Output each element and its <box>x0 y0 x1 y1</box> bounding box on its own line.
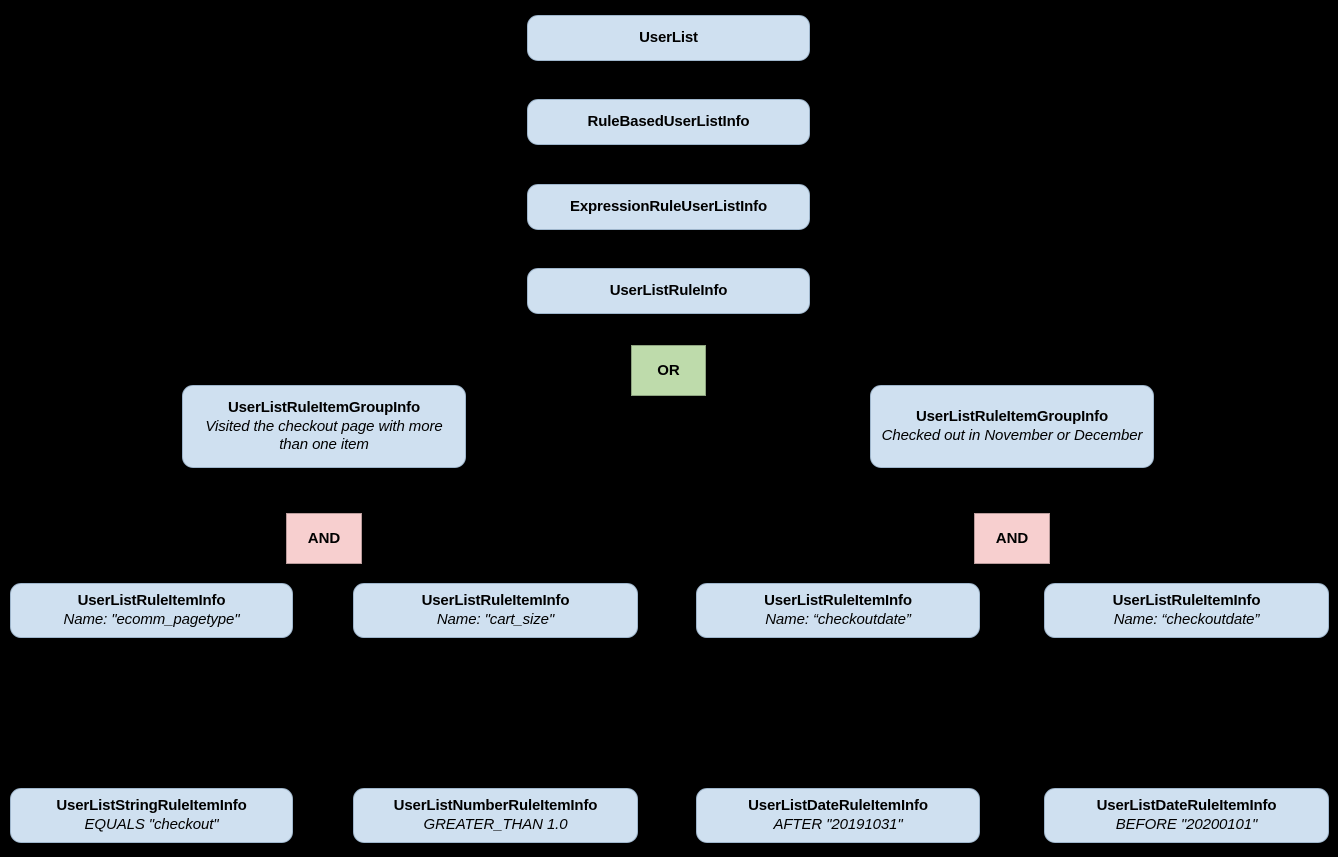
node-rule-item-1[interactable]: UserListRuleItemInfo Name: "ecomm_pagety… <box>10 583 293 638</box>
node-subtitle: Visited the checkout page with more than… <box>205 417 443 453</box>
operator-or[interactable]: OR <box>631 345 706 396</box>
node-subtitle: Checked out in November or December <box>881 426 1143 444</box>
node-subtitle: GREATER_THAN 1.0 <box>423 816 568 833</box>
node-subtitle: Name: “checkoutdate” <box>1113 611 1260 628</box>
node-title: UserListRuleItemGroupInfo <box>915 408 1109 425</box>
node-leaf-number-rule-item[interactable]: UserListNumberRuleItemInfo GREATER_THAN … <box>353 788 638 843</box>
operator-label: AND <box>995 530 1029 547</box>
node-title: UserListNumberRuleItemInfo <box>393 797 598 815</box>
node-leaf-date-rule-item-after[interactable]: UserListDateRuleItemInfo AFTER "20191031… <box>696 788 980 843</box>
node-group-left[interactable]: UserListRuleItemGroupInfo Visited the ch… <box>182 385 466 468</box>
node-title: UserListRuleInfo <box>609 282 728 300</box>
node-subtitle: EQUALS "checkout" <box>84 816 219 833</box>
node-title: UserListRuleItemGroupInfo <box>227 398 421 416</box>
node-subtitle: BEFORE "20200101" <box>1115 816 1258 833</box>
edge-and-left-to-item-2 <box>351 563 496 584</box>
node-title: UserListRuleItemInfo <box>764 592 912 610</box>
operator-label: OR <box>657 362 680 379</box>
node-title: UserListStringRuleItemInfo <box>56 797 247 815</box>
node-title: UserListDateRuleItemInfo <box>1096 797 1277 815</box>
node-rule-item-4[interactable]: UserListRuleItemInfo Name: “checkoutdate… <box>1044 583 1329 638</box>
node-title: UserListRuleItemInfo <box>1112 592 1261 610</box>
operator-and-left[interactable]: AND <box>286 513 362 564</box>
node-user-list[interactable]: UserList <box>527 15 810 61</box>
node-title: RuleBasedUserListInfo <box>587 113 750 131</box>
node-title: ExpressionRuleUserListInfo <box>570 198 767 216</box>
node-leaf-date-rule-item-before[interactable]: UserListDateRuleItemInfo BEFORE "2020010… <box>1044 788 1329 843</box>
node-title: UserListDateRuleItemInfo <box>748 797 928 815</box>
node-title: UserList <box>639 29 698 47</box>
node-subtitle: Name: "ecomm_pagetype" <box>63 611 240 628</box>
node-group-right[interactable]: UserListRuleItemGroupInfo Checked out in… <box>870 385 1154 468</box>
node-subtitle: Name: "cart_size" <box>436 611 555 628</box>
node-leaf-string-rule-item[interactable]: UserListStringRuleItemInfo EQUALS "check… <box>10 788 293 843</box>
node-user-list-rule-info[interactable]: UserListRuleInfo <box>527 268 810 314</box>
node-rule-based-user-list-info[interactable]: RuleBasedUserListInfo <box>527 99 810 145</box>
node-title: UserListRuleItemInfo <box>421 592 570 610</box>
edge-and-right-to-item-4 <box>1039 563 1187 584</box>
node-rule-item-2[interactable]: UserListRuleItemInfo Name: "cart_size" <box>353 583 638 638</box>
edge-and-right-to-item-3 <box>837 563 985 584</box>
operator-label: AND <box>307 530 341 547</box>
node-subtitle: AFTER "20191031" <box>773 816 903 833</box>
node-rule-item-3[interactable]: UserListRuleItemInfo Name: “checkoutdate… <box>696 583 980 638</box>
node-title: UserListRuleItemInfo <box>77 592 226 610</box>
operator-and-right[interactable]: AND <box>974 513 1050 564</box>
node-expression-rule-user-list-info[interactable]: ExpressionRuleUserListInfo <box>527 184 810 230</box>
node-subtitle: Name: “checkoutdate” <box>765 611 911 628</box>
edge-and-left-to-item-1 <box>150 563 297 584</box>
